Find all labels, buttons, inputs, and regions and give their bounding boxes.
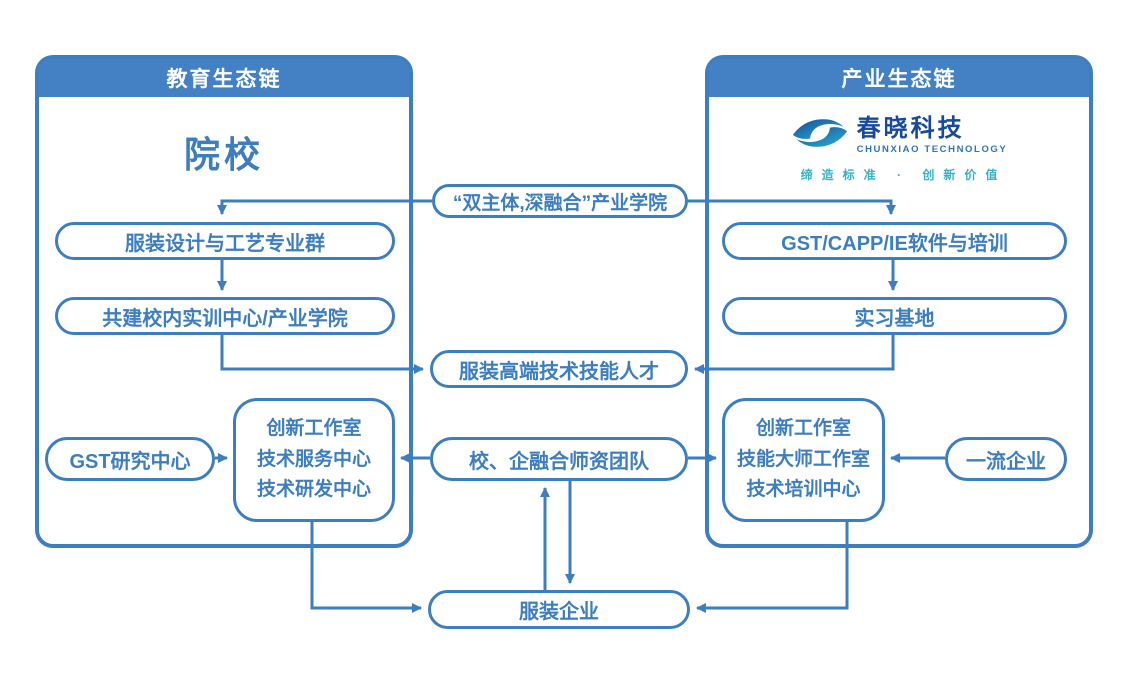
node-talent: 服装高端技术技能人才 bbox=[430, 350, 688, 388]
node-left-innovation-box: 创新工作室 技术服务中心 技术研发中心 bbox=[233, 398, 395, 522]
node-gst-research: GST研究中心 bbox=[45, 437, 215, 481]
node-training-center: 共建校内实训中心/产业学院 bbox=[55, 297, 395, 335]
node-garment-enterprise: 服装企业 bbox=[428, 590, 690, 629]
innovation-line: 技能大师工作室 bbox=[736, 448, 870, 470]
innovation-line: 创新工作室 bbox=[755, 417, 851, 439]
innovation-line: 创新工作室 bbox=[266, 417, 362, 439]
node-software-training: GST/CAPP/IE软件与培训 bbox=[722, 222, 1067, 260]
node-internship-base: 实习基地 bbox=[722, 297, 1067, 335]
college-title: 院校 bbox=[183, 134, 264, 175]
node-major-group: 服装设计与工艺专业群 bbox=[55, 222, 395, 260]
node-top-enterprise: 一流企业 bbox=[945, 437, 1067, 481]
node-faculty-team: 校、企融合师资团队 bbox=[430, 437, 688, 481]
node-industry-college: “双主体,深融合”产业学院 bbox=[432, 184, 688, 218]
innovation-line: 技术研发中心 bbox=[256, 479, 371, 501]
logo-tagline: 缔造标准 · 创新价值 bbox=[800, 168, 1007, 182]
node-right-innovation-box: 创新工作室 技能大师工作室 技术培训中心 bbox=[722, 398, 885, 522]
innovation-line: 技术服务中心 bbox=[256, 448, 371, 470]
industry-chain-header: 产业生态链 bbox=[709, 59, 1089, 100]
logo-name-en: CHUNXIAO TECHNOLOGY bbox=[856, 144, 1008, 156]
innovation-line: 技术培训中心 bbox=[746, 479, 861, 501]
chunxiao-logo: 春晓科技 CHUNXIAO TECHNOLOGY 缔造标准 · 创新价值 bbox=[709, 112, 1089, 183]
industry-chain-title: 产业生态链 bbox=[841, 68, 957, 91]
education-chain-title: 教育生态链 bbox=[166, 68, 282, 91]
chunxiao-logo-icon bbox=[791, 112, 849, 159]
education-chain-header: 教育生态链 bbox=[39, 59, 409, 100]
logo-name-cn: 春晓科技 bbox=[856, 114, 965, 142]
